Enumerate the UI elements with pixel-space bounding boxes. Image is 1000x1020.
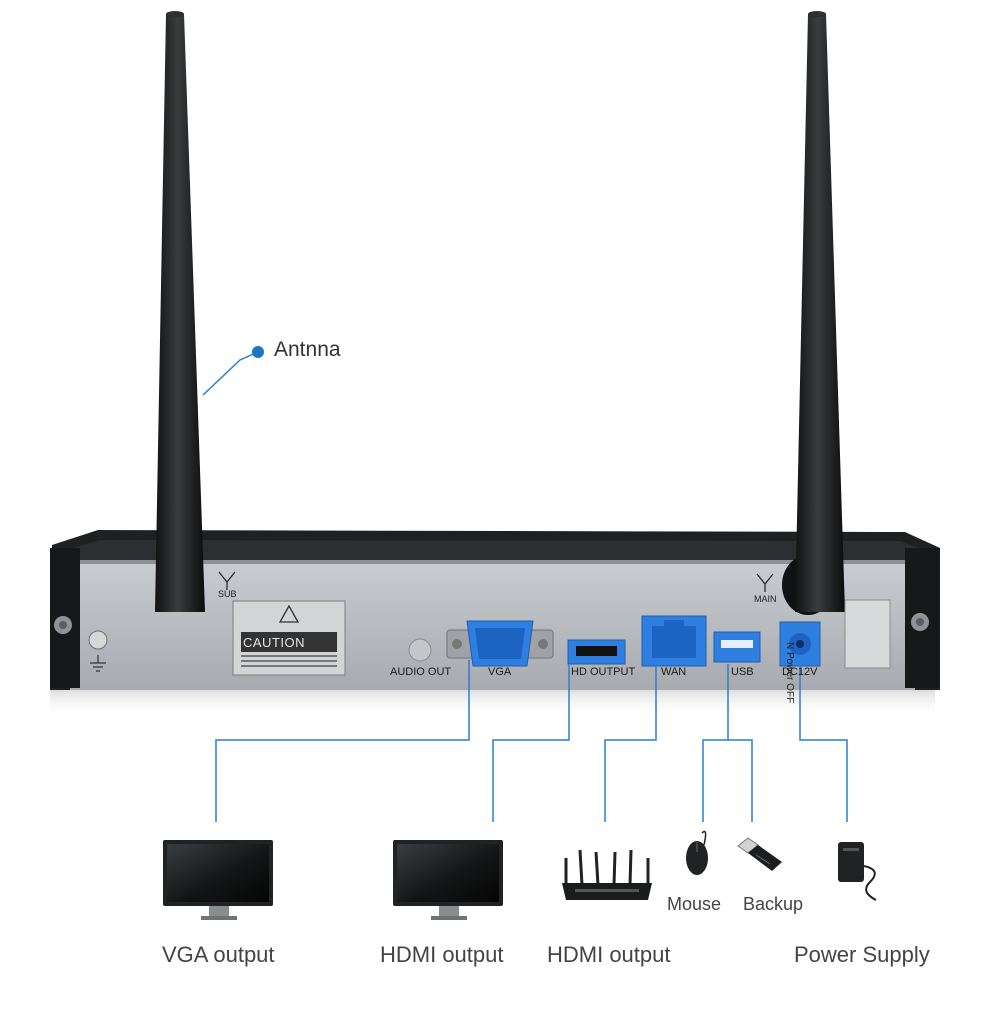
hdmi-port-icon [567, 639, 626, 665]
antenna-callout-line [202, 351, 259, 396]
dc-port-label: DC12V [782, 666, 818, 678]
power-supply-label: Power Supply [794, 942, 930, 967]
antenna-right [782, 11, 845, 615]
ground-screw-icon [88, 630, 108, 650]
sub-antenna-label: SUB [218, 589, 237, 599]
antenna-callout-label: Antnna [274, 338, 341, 361]
vga-port-icon [446, 620, 554, 667]
mouse-icon [686, 830, 708, 875]
warning-triangle-icon [278, 604, 300, 623]
antenna-main-icon [756, 573, 774, 592]
vga-port-label: VGA [488, 666, 512, 678]
vga-output-label: VGA output [162, 942, 275, 967]
hdmi-output-label-2: HDMI output [547, 942, 671, 967]
ground-symbol-icon [90, 655, 106, 672]
power-adapter-icon [838, 842, 877, 901]
caution-sticker [232, 600, 346, 676]
antenna-sub-icon [218, 571, 236, 590]
usb-port-label: USB [731, 666, 754, 678]
antenna-left [155, 11, 205, 612]
audio-out-label: AUDIO OUT [390, 666, 452, 678]
caution-text: CAUTION [243, 635, 305, 650]
wan-port-label: WAN [661, 666, 687, 678]
router-icon [562, 849, 652, 900]
main-antenna-label: MAIN [754, 594, 777, 604]
wan-port-icon [641, 615, 707, 667]
power-switch [844, 599, 891, 669]
usb-port-icon [713, 631, 761, 663]
antenna-callout-dot [252, 346, 264, 358]
usb-drive-icon [737, 837, 782, 871]
connector-lines [215, 660, 848, 822]
hdmi-output-label-1: HDMI output [380, 942, 504, 967]
hd-output-label: HD OUTPUT [571, 666, 636, 678]
vga-monitor-icon [163, 840, 273, 920]
hdmi-monitor-icon [393, 840, 503, 920]
backup-label: Backup [743, 894, 804, 914]
dc-jack-icon [779, 621, 821, 667]
mouse-label: Mouse [667, 894, 722, 914]
audio-out-jack-icon [408, 638, 432, 662]
